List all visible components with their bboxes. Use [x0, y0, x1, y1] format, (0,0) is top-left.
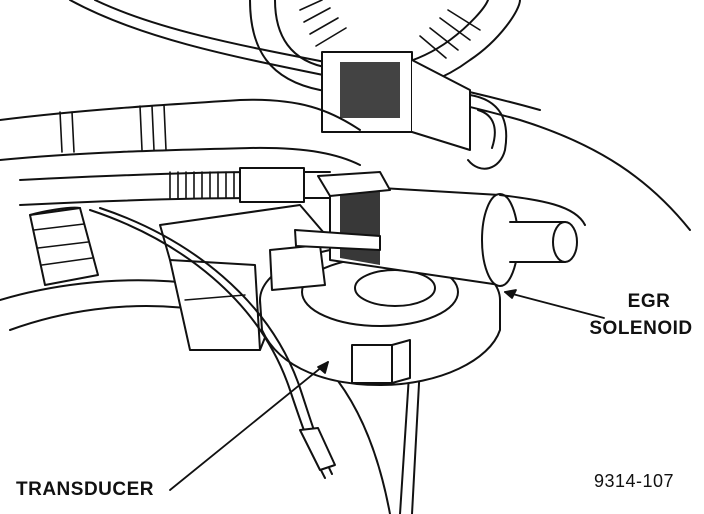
transducer-wire: [89, 207, 336, 479]
mounting-bracket: [159, 204, 331, 351]
left-wiring-harness: [0, 98, 361, 206]
egr-solenoid: [294, 171, 586, 287]
vacuum-hose-end: [29, 206, 99, 286]
transducer-label: TRANSDUCER: [16, 479, 154, 500]
egr-label: EGR: [627, 291, 671, 312]
solenoid-label: SOLENOID: [589, 318, 693, 339]
leader-lines: [169, 289, 605, 491]
upper-wiring-harness: [249, 0, 521, 170]
figure-number: 9314-107: [594, 471, 675, 491]
